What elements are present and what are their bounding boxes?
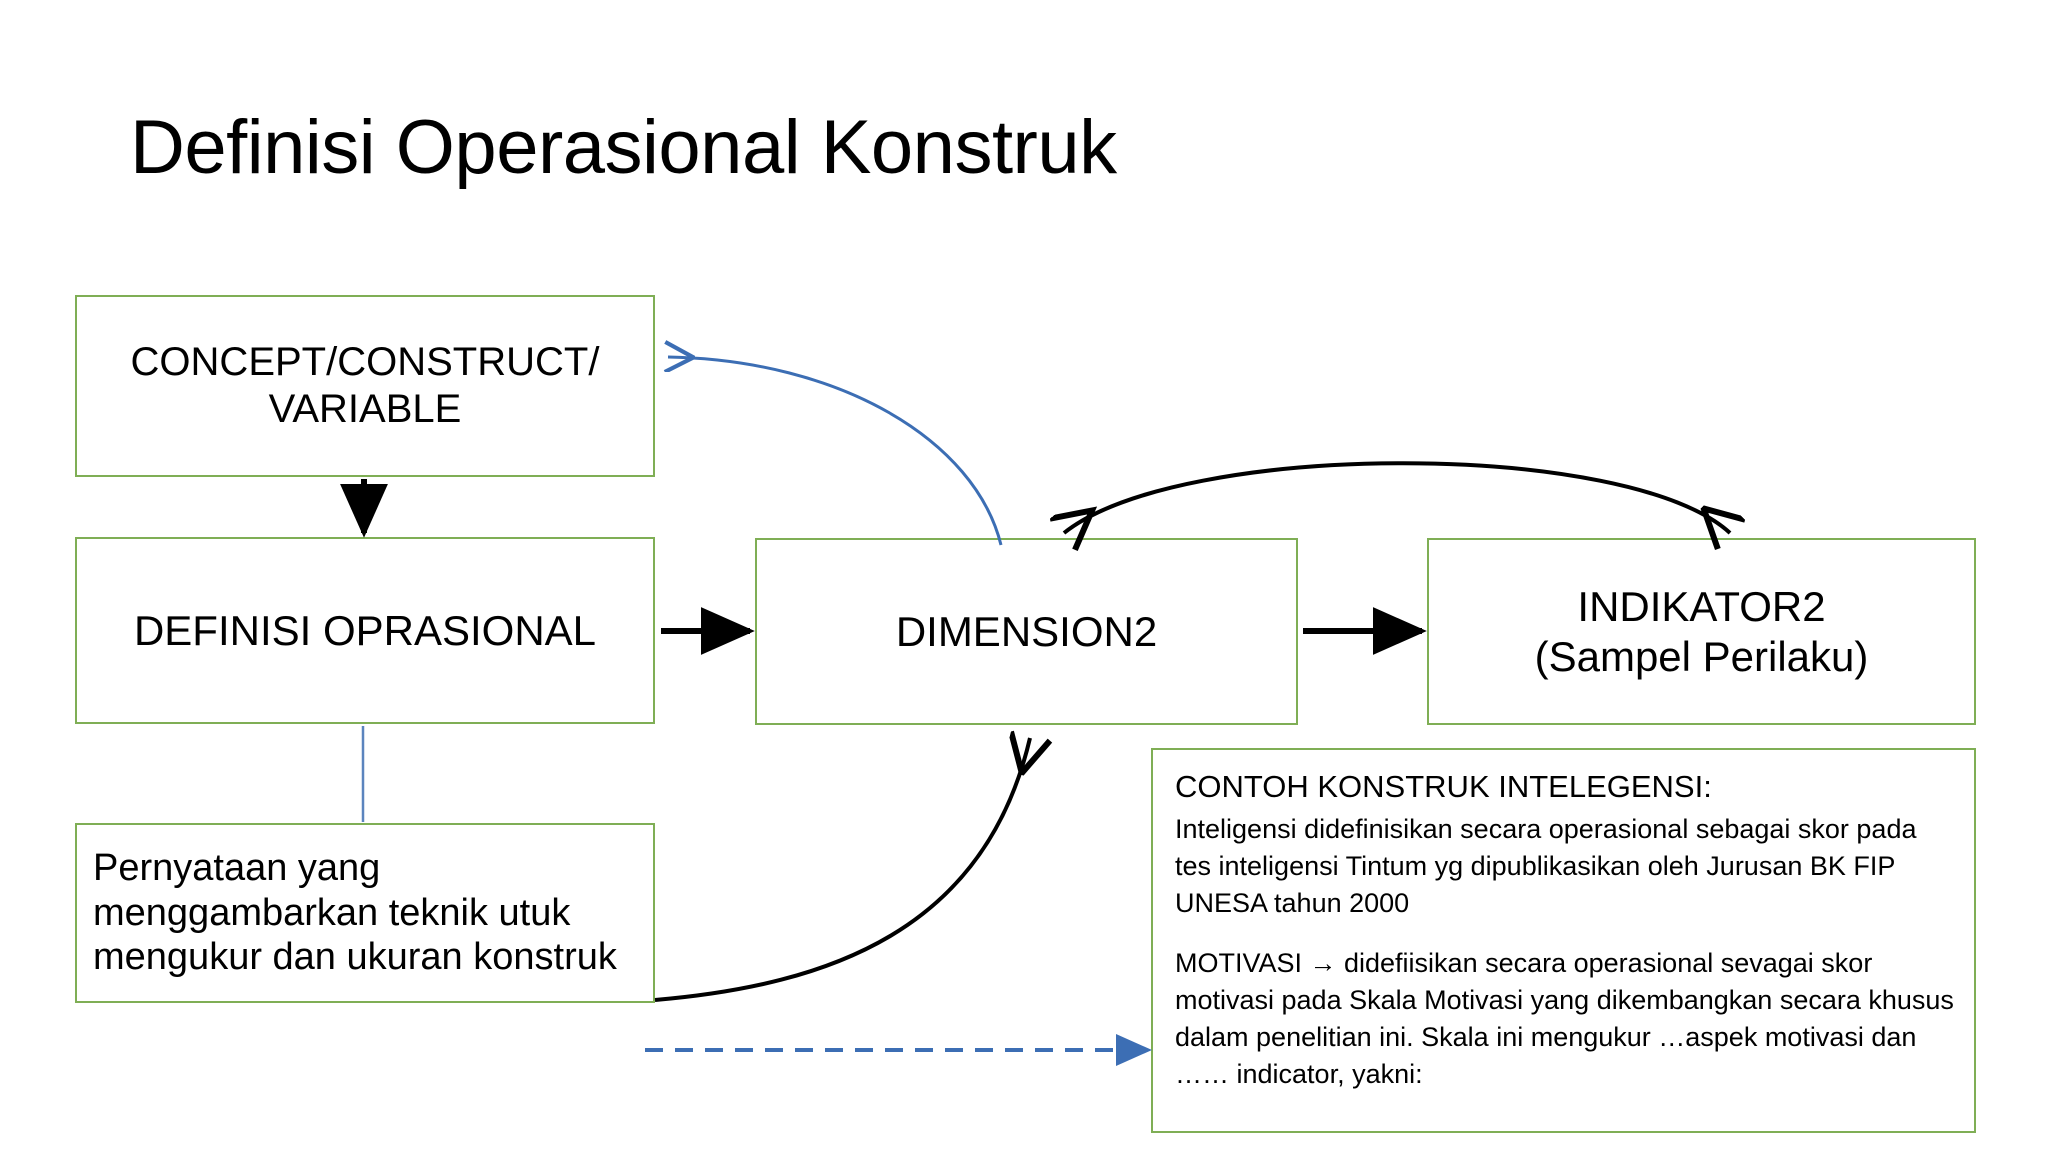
box-pernyataan[interactable]: Pernyataan yang menggambarkan teknik utu…: [75, 823, 655, 1003]
box-definisi-oprasional[interactable]: DEFINISI OPRASIONAL: [75, 537, 655, 724]
box-indikator-line1: INDIKATOR2: [1577, 582, 1826, 630]
box-contoh-konstruk-intelegensi[interactable]: CONTOH KONSTRUK INTELEGENSI: Inteligensi…: [1151, 748, 1976, 1133]
page-title: Definisi Operasional Konstruk: [130, 105, 1117, 190]
box-definisi-line1: DEFINISI OPRASIONAL: [133, 606, 597, 654]
box-pernyataan-line2: menggambarkan teknik utuk: [93, 891, 571, 934]
box-pernyataan-line3: mengukur dan ukuran konstruk: [93, 936, 617, 979]
box-concept-construct-variable[interactable]: CONCEPT/CONSTRUCT/ VARIABLE: [75, 295, 655, 477]
contoh-paragraph-motivasi: MOTIVASI → didefiisikan secara operasion…: [1175, 947, 1954, 1090]
box-pernyataan-line1: Pernyataan yang: [93, 846, 381, 889]
box-concept-line2: VARIABLE: [268, 387, 462, 431]
contoh-heading: CONTOH KONSTRUK INTELEGENSI:: [1175, 769, 1712, 804]
arrow-dimension-to-concept-curve: [668, 357, 1003, 546]
contoh-paragraph-inteligensi: Inteligensi didefinisikan secara operasi…: [1175, 813, 1917, 919]
arrow-pernyataan-to-dimension-curve: [654, 738, 1030, 1002]
box-indikator-line2: (Sampel Perilaku): [1534, 632, 1869, 680]
box-dimension-line1: DIMENSION2: [895, 607, 1158, 655]
box-concept-line1: CONCEPT/CONSTRUCT/: [130, 339, 600, 384]
box-dimension2[interactable]: DIMENSION2: [755, 538, 1298, 725]
arrow-dimension-indikator-double-curve: [1064, 461, 1730, 533]
box-indikator2[interactable]: INDIKATOR2 (Sampel Perilaku): [1427, 538, 1976, 725]
